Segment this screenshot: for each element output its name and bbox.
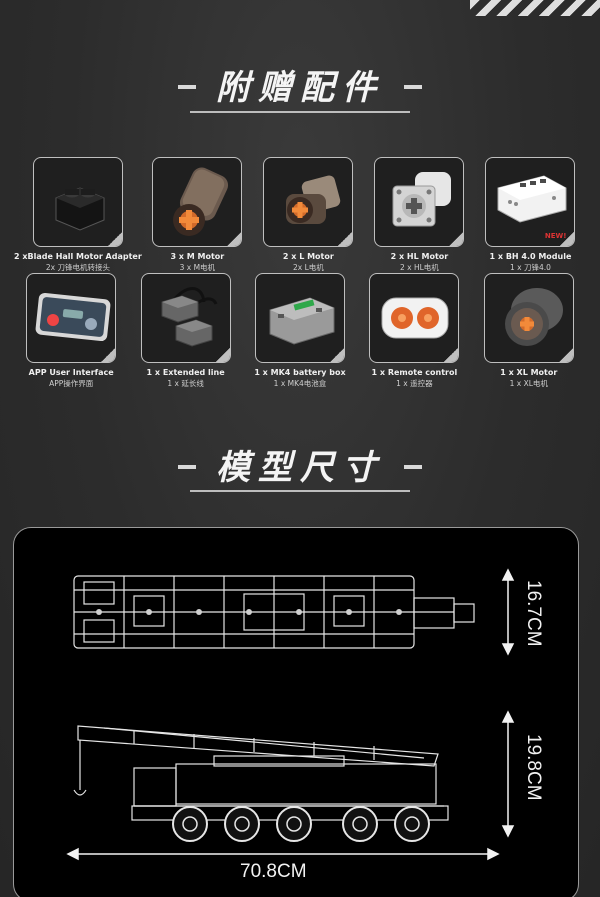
accessory-item: 1 x Extended line 1 x 延长线 bbox=[128, 273, 242, 389]
accessory-label: 3 x M Motor bbox=[170, 252, 225, 261]
accessory-grid-row-2: APP User Interface APP操作界面 1 x Extended … bbox=[14, 273, 586, 389]
crane-top-view bbox=[73, 575, 475, 649]
accessory-sublabel: 2x 刀锋电机转接头 bbox=[45, 263, 110, 272]
accessory-label: 2 x L Motor bbox=[282, 252, 334, 261]
accessory-item: 1 x XL Motor 1 x XL电机 bbox=[472, 273, 586, 389]
tile-corner bbox=[107, 232, 122, 246]
dimensions-panel: 16.7CM 19.8CM 70.8CM bbox=[13, 527, 579, 897]
accessory-label: 1 x BH 4.0 Module bbox=[489, 252, 572, 261]
motor-adapter-icon bbox=[55, 187, 105, 231]
bh-module-icon bbox=[497, 175, 567, 223]
accessory-sublabel: 1 x 遥控器 bbox=[396, 379, 433, 388]
accessory-sublabel: APP操作界面 bbox=[49, 379, 94, 388]
hazard-stripe-decoration bbox=[470, 0, 600, 16]
accessory-tile bbox=[369, 273, 460, 363]
accessory-sublabel: 2x L电机 bbox=[292, 263, 324, 272]
remote-control-icon bbox=[381, 297, 449, 339]
crane-top-view-details bbox=[96, 609, 402, 615]
dimensions-title-text: 模型尺寸 bbox=[216, 448, 384, 488]
tile-corner bbox=[444, 348, 459, 362]
accessory-tile bbox=[140, 273, 231, 363]
accessories-title-text: 附赠配件 bbox=[216, 68, 384, 108]
accessory-label: 1 x Extended line bbox=[146, 368, 225, 377]
accessory-tile: NEW! bbox=[485, 157, 576, 247]
dimension-arrows bbox=[66, 568, 515, 861]
accessory-item: 2 x L Motor 2x L电机 bbox=[253, 157, 364, 273]
accessory-item: 1 x Remote control 1 x 遥控器 bbox=[357, 273, 471, 389]
hl-motor-icon bbox=[392, 172, 452, 227]
l-motor-icon bbox=[286, 175, 341, 224]
accessory-tile bbox=[152, 157, 243, 247]
tile-corner bbox=[560, 232, 575, 246]
tile-corner bbox=[101, 348, 116, 362]
accessory-label: 1 x MK4 battery box bbox=[254, 368, 346, 377]
accessory-sublabel: 1 x XL电机 bbox=[509, 379, 548, 388]
tile-corner bbox=[215, 348, 230, 362]
title-bar-left bbox=[178, 464, 196, 469]
length-dimension: 70.8CM bbox=[240, 861, 307, 882]
tile-corner bbox=[558, 348, 573, 362]
accessory-sublabel: 1 x MK4电池盒 bbox=[273, 379, 327, 388]
width-dimension: 16.7CM bbox=[523, 580, 544, 647]
crane-wheels bbox=[172, 806, 430, 842]
accessory-tile bbox=[32, 157, 123, 247]
accessory-sublabel: 1 x 刀锋4.0 bbox=[510, 263, 551, 272]
m-motor-icon bbox=[173, 167, 229, 236]
title-underline bbox=[190, 490, 410, 492]
crane-side-view bbox=[73, 725, 449, 821]
accessory-sublabel: 1 x 延长线 bbox=[167, 379, 204, 388]
accessory-item: APP User Interface APP操作界面 bbox=[14, 273, 128, 389]
accessory-item: 1 x MK4 battery box 1 x MK4电池盒 bbox=[243, 273, 357, 389]
accessory-label: 2 xBlade Hall Motor Adapter bbox=[14, 252, 142, 261]
new-badge: NEW! bbox=[544, 232, 567, 240]
title-bar-left bbox=[178, 84, 196, 89]
accessory-label: APP User Interface bbox=[28, 368, 114, 377]
tile-corner bbox=[329, 348, 344, 362]
accessory-label: 2 x HL Motor bbox=[390, 252, 449, 261]
tile-corner bbox=[449, 232, 464, 246]
accessory-item: 2 x HL Motor 2 x HL电机 bbox=[364, 157, 475, 273]
accessory-sublabel: 3 x M电机 bbox=[179, 263, 216, 272]
battery-box-icon bbox=[269, 297, 335, 345]
accessory-tile bbox=[26, 273, 117, 363]
accessory-item: NEW! 1 x BH 4.0 Module 1 x 刀锋4.0 bbox=[475, 157, 586, 273]
height-dimension: 19.8CM bbox=[523, 734, 544, 801]
accessory-item: 3 x M Motor 3 x M电机 bbox=[142, 157, 253, 273]
accessory-grid-row-1: 2 xBlade Hall Motor Adapter 2x 刀锋电机转接头 3… bbox=[14, 157, 586, 273]
title-underline bbox=[190, 111, 410, 113]
dimensions-title: 模型尺寸 bbox=[0, 440, 600, 489]
extended-line-icon bbox=[161, 287, 217, 347]
tile-corner bbox=[227, 232, 242, 246]
accessory-item: 2 xBlade Hall Motor Adapter 2x 刀锋电机转接头 bbox=[14, 157, 142, 273]
title-bar-right bbox=[404, 84, 422, 89]
crane-blueprint bbox=[66, 568, 515, 861]
accessory-tile bbox=[483, 273, 574, 363]
tile-corner bbox=[338, 232, 353, 246]
accessory-label: 1 x Remote control bbox=[371, 368, 458, 377]
accessory-label: 1 x XL Motor bbox=[500, 368, 558, 377]
title-bar-right bbox=[404, 464, 422, 469]
accessories-title: 附赠配件 bbox=[0, 60, 600, 109]
xl-motor-icon bbox=[504, 288, 563, 346]
accessory-sublabel: 2 x HL电机 bbox=[400, 263, 439, 272]
accessory-tile bbox=[263, 157, 354, 247]
app-interface-icon bbox=[35, 292, 111, 342]
accessory-tile bbox=[254, 273, 345, 363]
accessory-tile bbox=[374, 157, 465, 247]
